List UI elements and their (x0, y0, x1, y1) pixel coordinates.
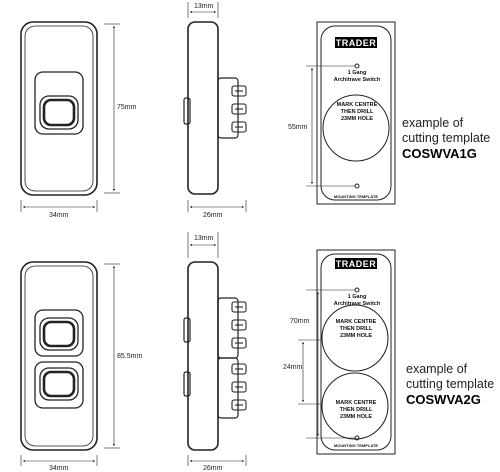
bottom-drill-2-line-2: THEN DRILL (340, 407, 373, 413)
bottom-mounting-template (316, 249, 396, 455)
top-drill-line-1: MARK CENTRE (337, 102, 378, 108)
top-drill-line-2: THEN DRILL (341, 109, 374, 115)
top-front-view (20, 21, 98, 196)
top-front-width-label: 34mm (49, 212, 69, 219)
bottom-caption-line-1: example of (406, 362, 468, 376)
top-side-view (183, 21, 247, 195)
bottom-template-spacing-mid-label: 24mm (283, 364, 303, 371)
bottom-side-depth-bottom-label: 26mm (203, 465, 223, 472)
bottom-template-spacing-top-label: 70mm (290, 318, 310, 325)
top-side-dimensions (187, 2, 247, 212)
top-front-height-label: 75mm (117, 104, 137, 111)
top-drill-line-3: 23MM HOLE (341, 116, 373, 122)
bottom-template-title-1: 1 Gang (348, 294, 367, 300)
top-side-depth-top-label: 13mm (194, 3, 214, 10)
bottom-side-dimensions (187, 232, 247, 466)
bottom-model-code: COSWVA2G (406, 392, 481, 407)
bottom-drill-2-line-1: MARK CENTRE (336, 400, 377, 406)
bottom-template-dimensions (298, 289, 355, 439)
top-caption: example of cutting template COSWVA1G (402, 116, 490, 161)
top-template-footer: MOUNTING TEMPLATE (334, 194, 378, 199)
top-side-depth-bottom-label: 26mm (203, 212, 223, 219)
bottom-drill-2-line-3: 23MM HOLE (340, 414, 372, 420)
top-caption-line-2: cutting template (402, 131, 491, 145)
top-mounting-template (316, 21, 396, 205)
bottom-template-footer: MOUNTING TEMPLATE (334, 443, 378, 448)
bottom-caption: example of cutting template COSWVA2G (406, 362, 494, 407)
top-switch-rocker (34, 71, 84, 135)
top-template-dimension (306, 65, 355, 187)
bottom-front-view (20, 261, 98, 451)
bottom-side-view (183, 261, 247, 451)
bottom-side-terminals (231, 301, 247, 411)
top-template-title-2: Architrave Switch (334, 77, 381, 83)
bottom-front-dimensions (20, 263, 120, 466)
bottom-caption-line-2: cutting template (406, 377, 495, 391)
bottom-front-width-label: 34mm (49, 465, 69, 472)
bottom-drill-1-line-3: 23MM HOLE (340, 333, 372, 339)
bottom-side-depth-top-label: 13mm (194, 235, 214, 242)
bottom-template-brand: TRADER (336, 259, 377, 269)
bottom-front-height-label: 85.5mm (117, 353, 142, 360)
bottom-drill-1-line-1: MARK CENTRE (336, 319, 377, 325)
top-model-code: COSWVA1G (402, 146, 477, 161)
top-caption-line-1: example of (402, 116, 464, 130)
top-template-brand: TRADER (336, 38, 377, 48)
top-template-spacing-label: 55mm (288, 124, 308, 131)
bottom-switch-rocker-1 (34, 309, 84, 357)
top-side-terminals (231, 85, 247, 133)
bottom-template-title-2: Architrave Switch (334, 301, 381, 307)
bottom-switch-rocker-2 (34, 361, 84, 409)
top-template-title-1: 1 Gang (348, 70, 367, 76)
bottom-drill-1-line-2: THEN DRILL (340, 326, 373, 332)
top-front-dimensions (20, 23, 120, 212)
